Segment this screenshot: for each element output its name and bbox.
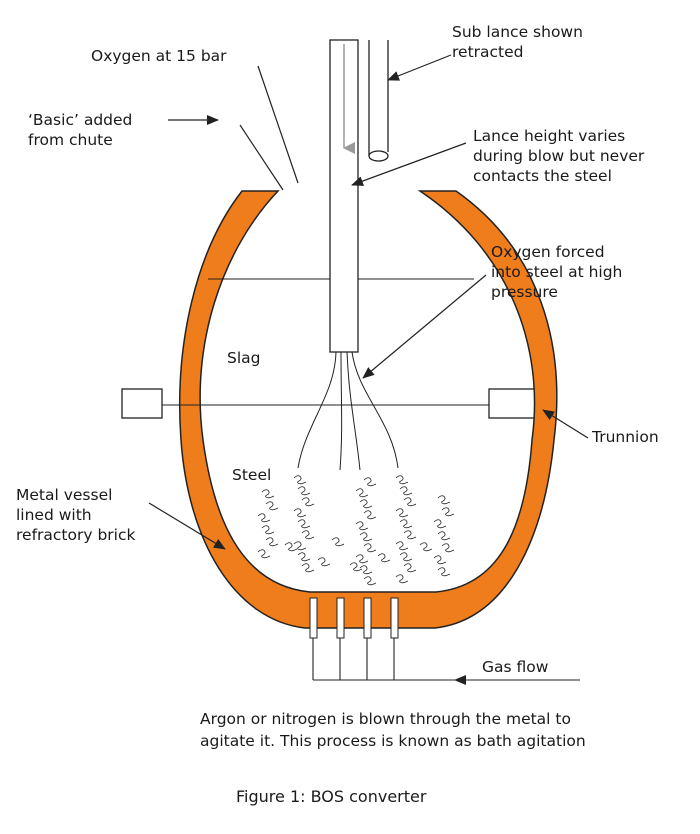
bubble-squiggle [293,475,307,485]
bubble-squiggle [399,552,413,562]
vessel-wall [178,190,558,629]
bubble-squiggle [403,563,417,573]
bubble-squiggle [395,508,409,518]
sub-lance-arrow [387,54,452,81]
oxygen-jets [297,351,399,471]
bubble-squiggle [441,507,455,517]
bubble-squiggle [355,521,369,531]
bubble-squiggle [359,565,373,575]
bubble-squiggle [395,475,409,485]
bubble-squiggle [301,530,315,540]
bubble-squiggle [257,549,271,559]
bubble-squiggle [363,510,377,520]
bubble-squiggle [297,552,311,562]
bubble-squiggle [399,519,413,529]
bubble-squiggle [437,567,451,577]
label-gas-flow: Gas flow [482,658,549,676]
bubble-squiggle [433,555,447,565]
oxygen-forced-arrow [362,274,487,379]
bubble-squiggle [433,519,447,529]
gas-manifold [312,638,580,681]
label-steel: Steel [232,466,272,484]
oxygen-chute-line-a [257,65,299,184]
label-sub-lance: Sub lance shown retracted [452,23,583,61]
label-metal-vessel: Metal vessel lined with refractory brick [16,486,136,544]
bubble-squiggle [265,501,279,511]
bubble-squiggle [257,513,271,523]
vessel-arrow [148,502,226,550]
bubble-squiggle [297,486,311,496]
bubble-squiggle [265,537,279,547]
bubble-squiggle [363,576,377,586]
label-slag: Slag [227,349,261,367]
bubble-squiggle [317,557,331,567]
bubble-squiggle [359,532,373,542]
bubble-squiggle [363,477,377,487]
bubble-squiggle [301,563,315,573]
bubble-squiggle [441,543,455,553]
bubble-squiggle [395,541,409,551]
bubble-squiggle [261,489,275,499]
bubble-squiggle [293,508,307,518]
bubble-squiggle [363,543,377,553]
bubble-squiggle [355,488,369,498]
label-trunnion: Trunnion [592,428,659,446]
label-oxygen-forced: Oxygen forced into steel at high pressur… [491,243,623,301]
bubble-squiggles [257,475,455,586]
bubble-squiggle [437,531,451,541]
lance-height-arrow [351,142,467,186]
bubble-squiggle [399,486,413,496]
label-basic-added: ‘Basic’ added from chute [28,111,133,149]
bubble-squiggle [293,541,307,551]
sub-lance-end [368,150,389,162]
bubble-squiggle [301,497,315,507]
label-oxygen-15-bar: Oxygen at 15 bar [91,47,227,65]
trunnion-left [121,388,163,419]
label-lance-height: Lance height varies during blow but neve… [473,127,645,185]
bubble-squiggle [331,537,345,547]
bubble-squiggle [349,562,363,572]
bubble-squiggle [359,499,373,509]
bubble-squiggle [377,553,391,563]
bubble-squiggle [403,530,417,540]
oxygen-chute-line-b [239,124,284,191]
label-bath-agitation: Argon or nitrogen is blown through the m… [200,710,586,750]
bubble-squiggle [419,542,433,552]
bubble-squiggle [403,497,417,507]
bubble-squiggle [284,542,298,552]
figure-caption: Figure 1: BOS converter [236,787,427,806]
bubble-squiggle [437,495,451,505]
trunnion-arrow [542,409,589,439]
bubble-squiggle [261,525,275,535]
bubble-squiggle [297,519,311,529]
bubble-squiggle [395,574,409,584]
bubble-squiggle [355,554,369,564]
